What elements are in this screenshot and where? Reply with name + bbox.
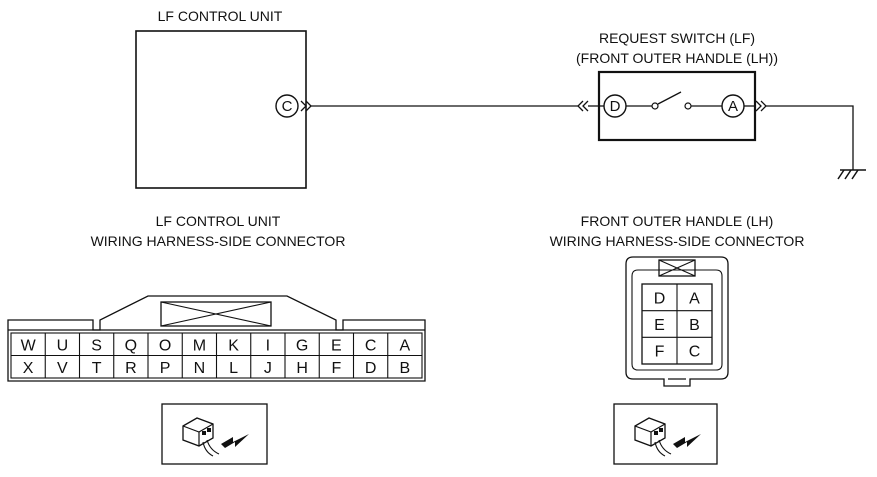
pin-label-c: C <box>689 344 701 361</box>
pin-label-t: T <box>92 360 102 377</box>
pin-label-f: F <box>655 344 665 361</box>
connector-right-title-2: WIRING HARNESS-SIDE CONNECTOR <box>550 233 805 249</box>
pin-label-a: A <box>400 337 411 354</box>
connector-right: D A E B F C <box>625 256 729 387</box>
control-unit-box <box>135 30 307 189</box>
pin-label-d: D <box>654 290 666 307</box>
wire-to-ground <box>766 105 854 170</box>
request-switch-title-2: (FRONT OUTER HANDLE (LH)) <box>576 50 778 66</box>
pin-label-b: B <box>400 360 411 377</box>
pin-label-h: H <box>296 360 308 377</box>
pin-label-s: S <box>91 337 102 354</box>
connector-view-icon <box>634 417 701 457</box>
connector-mark-d <box>577 100 589 112</box>
pin-label-w: W <box>21 337 37 354</box>
connector-view-icon <box>182 417 249 457</box>
pin-label-q: Q <box>125 337 137 354</box>
connector-left: W U S Q O M K I G E C A X V T R P N L J H F D B <box>7 295 426 382</box>
connector-left-title-1: LF CONTROL UNIT <box>156 213 281 229</box>
pin-label-p: P <box>160 360 171 377</box>
pin-label-l: L <box>229 360 238 377</box>
pin-label-n: N <box>194 360 206 377</box>
terminal-c-label: C <box>282 98 293 115</box>
pin-label-g: G <box>296 337 308 354</box>
pin-label-i: I <box>266 337 270 354</box>
pin-label-x: X <box>23 360 34 377</box>
ground-icon <box>837 169 866 180</box>
pin-label-o: O <box>159 337 171 354</box>
terminal-a-label: A <box>728 98 738 115</box>
terminal-d-label: D <box>610 98 621 115</box>
pin-label-e: E <box>331 337 342 354</box>
pin-label-u: U <box>57 337 69 354</box>
pin-label-a: A <box>689 290 700 307</box>
request-switch-title-1: REQUEST SWITCH (LF) <box>599 30 755 46</box>
switch-contact-left <box>651 102 659 110</box>
pin-label-j: J <box>264 360 272 377</box>
connector-left-title-2: WIRING HARNESS-SIDE CONNECTOR <box>91 233 346 249</box>
switch-contact-right <box>684 102 692 110</box>
pin-label-c: C <box>365 337 377 354</box>
pin-label-r: R <box>125 360 137 377</box>
control-unit-title: LF CONTROL UNIT <box>158 8 283 24</box>
pin-label-k: K <box>228 337 239 354</box>
pin-label-d: D <box>365 360 377 377</box>
pin-label-b: B <box>689 317 700 334</box>
connector-view-icon-right-frame <box>613 403 718 465</box>
pin-label-e: E <box>654 317 665 334</box>
terminal-c-circle <box>275 94 299 118</box>
switch-blade <box>657 91 682 105</box>
connector-view-icon-left-frame <box>161 403 268 465</box>
connector-mark-a <box>755 100 767 112</box>
pin-label-m: M <box>193 337 206 354</box>
connector-right-title-1: FRONT OUTER HANDLE (LH) <box>581 213 774 229</box>
pin-label-f: F <box>331 360 341 377</box>
pin-label-v: V <box>57 360 68 377</box>
